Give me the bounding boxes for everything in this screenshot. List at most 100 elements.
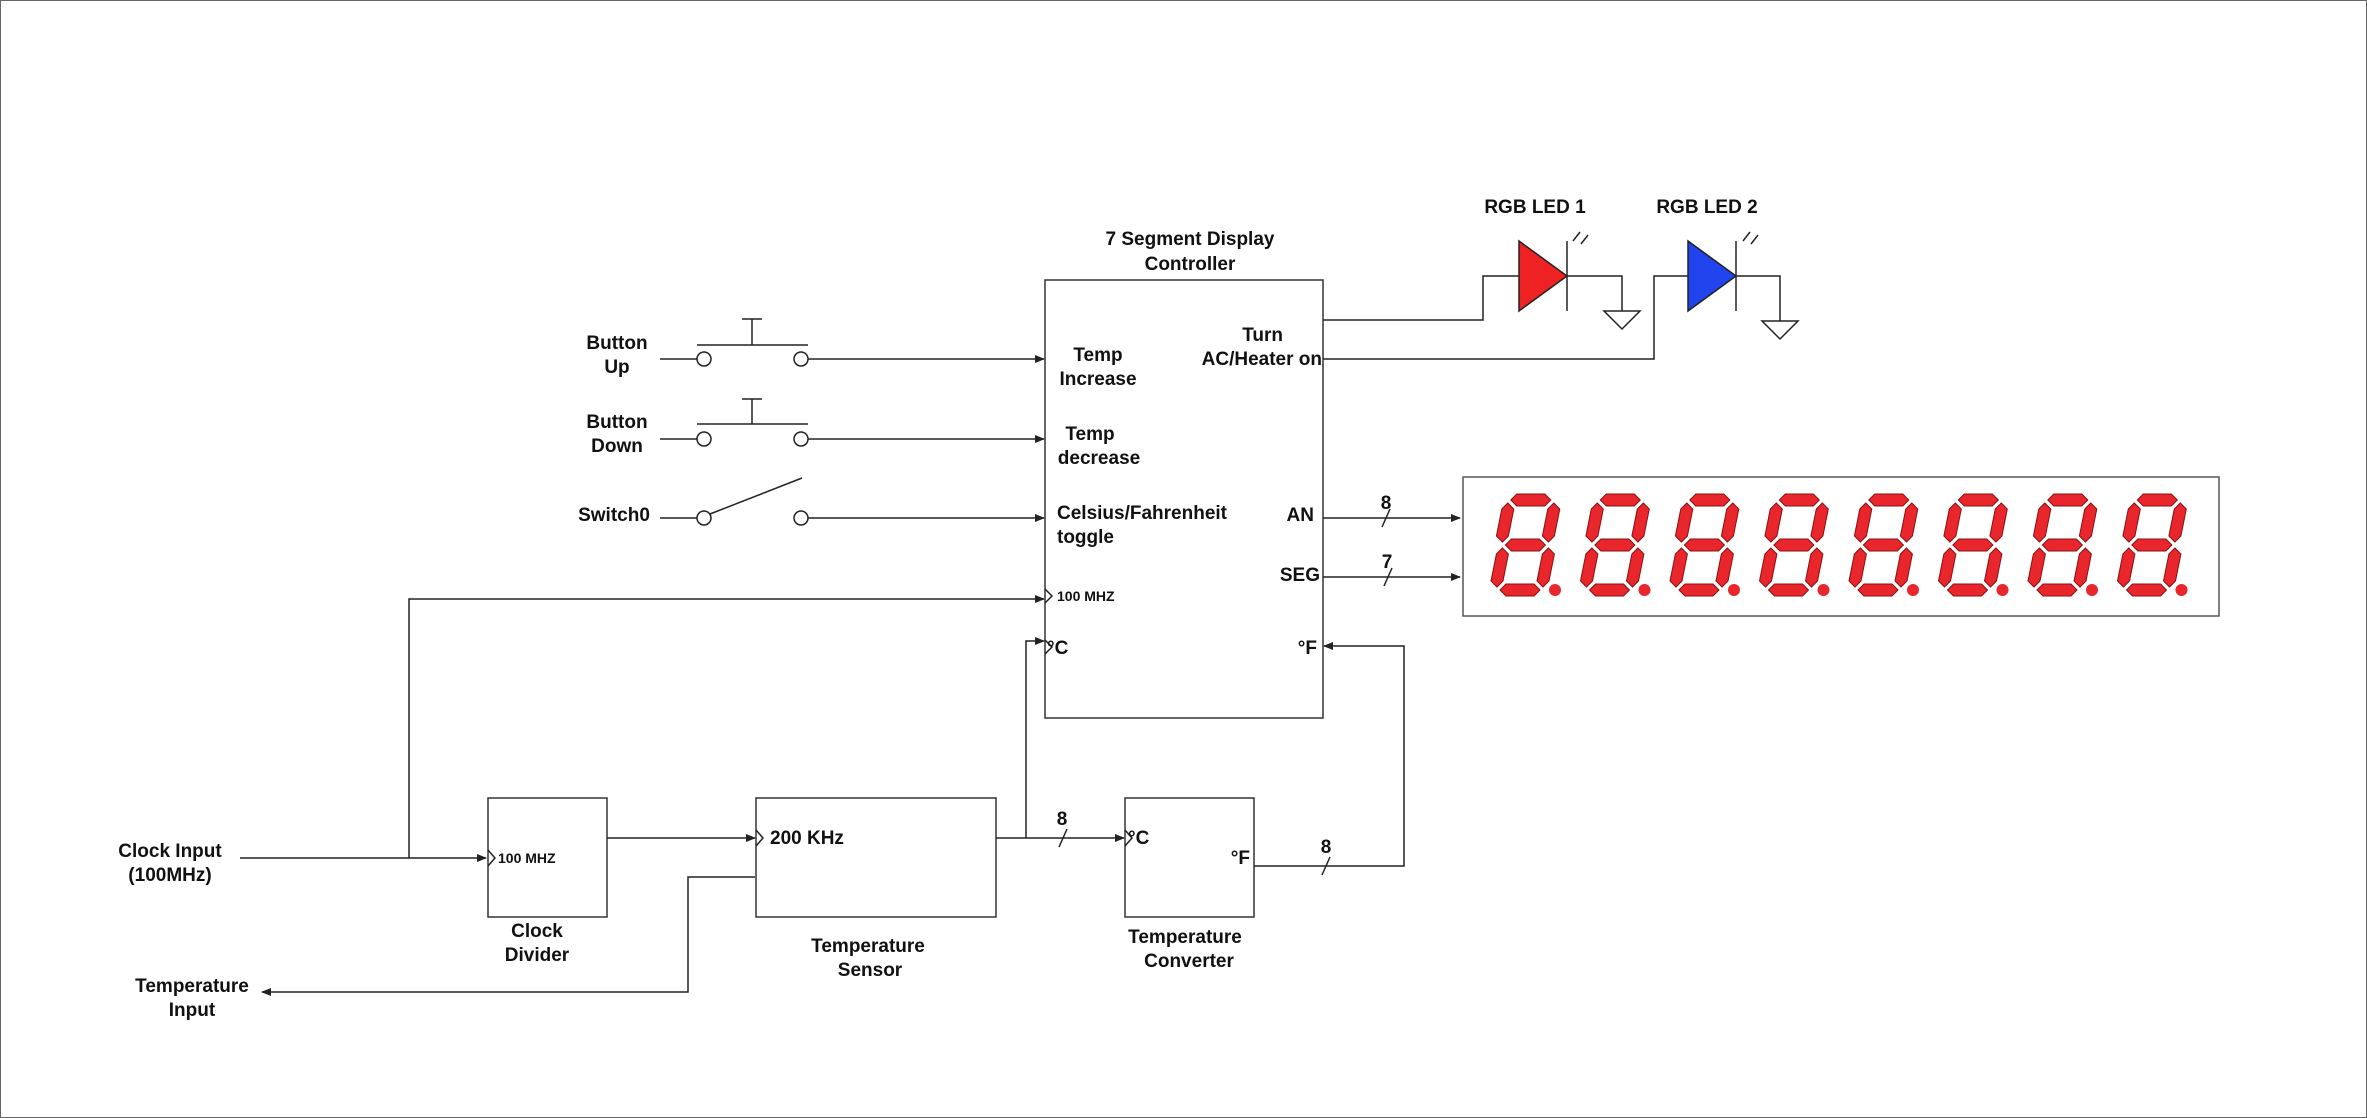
wire-led-2-ground <box>1736 275 1781 321</box>
temperature-sensor-label: Temperature <box>811 936 925 957</box>
light-ray-icon <box>1742 231 1751 242</box>
bus-width-label: 8 <box>1057 809 1068 830</box>
decimal-point <box>1549 584 1561 596</box>
decimal-point <box>1638 584 1651 596</box>
converter-port-fahrenheit: °F <box>1231 848 1250 869</box>
display-digit <box>1758 493 1830 597</box>
segment <box>1674 502 1694 543</box>
light-ray-icon <box>1580 234 1589 245</box>
clock-divider-label-2: Divider <box>505 945 570 966</box>
segment <box>2162 547 2182 588</box>
contact-icon <box>696 431 712 447</box>
switch-lever <box>709 477 803 515</box>
contact-icon <box>696 510 712 526</box>
clock-divider-box <box>487 797 608 918</box>
segment <box>1894 547 1913 588</box>
port-an: AN <box>1287 505 1314 526</box>
clock-triangle-icon <box>1044 588 1054 604</box>
temperature-converter-label-2: Converter <box>1144 951 1234 972</box>
port-toggle: toggle <box>1057 527 1114 548</box>
decimal-point <box>1728 584 1740 596</box>
controller-title-2: Controller <box>1145 254 1236 275</box>
segment <box>1490 547 1509 588</box>
segment <box>1848 547 1867 588</box>
port-turn: Turn <box>1242 325 1283 346</box>
segment <box>1720 502 1740 543</box>
segment <box>1810 502 1829 543</box>
segment <box>1588 583 1631 597</box>
segment <box>2122 502 2141 543</box>
segment <box>1715 547 1734 588</box>
clock-input-label: Clock Input <box>118 841 222 862</box>
segment <box>2125 583 2168 597</box>
port-temp-decrease: Temp <box>1065 424 1114 445</box>
segment <box>2078 502 2098 543</box>
bus-sensor-to-converter: 8 <box>996 637 1125 848</box>
segment <box>1683 538 1726 552</box>
segment <box>1857 583 1899 597</box>
segment <box>2027 547 2046 588</box>
display-digit <box>1669 493 1740 597</box>
segment <box>1862 538 1905 552</box>
button-down-label-2: Down <box>591 436 643 457</box>
ground-icon <box>1602 310 1642 331</box>
segment <box>2041 538 2084 552</box>
temperature-input-label-2: Input <box>169 1000 216 1021</box>
contact-icon <box>793 431 809 447</box>
rgb-led-1-label: RGB LED 1 <box>1484 197 1586 218</box>
input-triangle-icon <box>1044 639 1054 655</box>
display-box <box>1462 476 2220 617</box>
bus-slash <box>1381 508 1391 528</box>
converter-port-celsius: °C <box>1128 828 1150 849</box>
temperature-converter-label: Temperature <box>1128 927 1242 948</box>
clock-divider-label: Clock <box>511 921 563 942</box>
light-ray-icon <box>1572 231 1581 242</box>
bus-slash <box>1383 567 1393 587</box>
input-triangle-icon <box>1124 829 1133 847</box>
wire-sensor-to-controller <box>1025 637 1045 838</box>
segment <box>1510 493 1552 507</box>
segment <box>1989 502 2008 543</box>
segment <box>1541 502 1561 543</box>
segment <box>2073 547 2092 588</box>
contact-icon <box>696 351 712 367</box>
decimal-point <box>2175 584 2188 596</box>
port-seg: SEG <box>1280 565 1320 586</box>
segment <box>1669 547 1688 588</box>
segment <box>1853 502 1873 543</box>
display-digit <box>2116 493 2188 597</box>
segment <box>1579 547 1599 588</box>
segment <box>1937 547 1957 588</box>
port-celsius-in: °C <box>1047 638 1069 659</box>
wire-clock-to-controller <box>408 595 1045 858</box>
wire-to-led-2 <box>1323 275 1688 360</box>
segment <box>2136 493 2179 507</box>
rgb-led-2: RGB LED 2 <box>1323 197 1800 360</box>
segment <box>1499 583 1541 597</box>
bus-width-label: 8 <box>1321 837 1332 858</box>
display-digits <box>1490 493 2188 597</box>
segment <box>1767 583 1810 597</box>
ground-icon <box>1760 320 1800 341</box>
bus-width-label: 8 <box>1381 493 1392 514</box>
display-digit <box>2027 493 2098 597</box>
decimal-point <box>1817 584 1830 596</box>
decimal-point <box>1907 584 1919 596</box>
segment <box>1778 493 1821 507</box>
led-2-diode-icon <box>1687 239 1738 313</box>
controller-block: 7 Segment Display Controller Temp Increa… <box>1044 229 1324 719</box>
contact-icon <box>793 510 809 526</box>
clock-divider-port: 100 MHZ <box>498 850 556 866</box>
decimal-point <box>2086 584 2098 596</box>
button-up-label-2: Up <box>604 357 629 378</box>
button-down-label: Button <box>586 412 647 433</box>
segment <box>1689 493 1731 507</box>
clock-triangle-icon <box>487 849 496 867</box>
port-clock: 100 MHZ <box>1057 588 1115 604</box>
segment <box>1946 583 1989 597</box>
segment <box>2168 502 2187 543</box>
clock-divider-block: 100 MHZ Clock Divider <box>487 797 756 966</box>
decimal-point <box>1996 584 2009 596</box>
led-1-diode-icon <box>1518 239 1569 313</box>
